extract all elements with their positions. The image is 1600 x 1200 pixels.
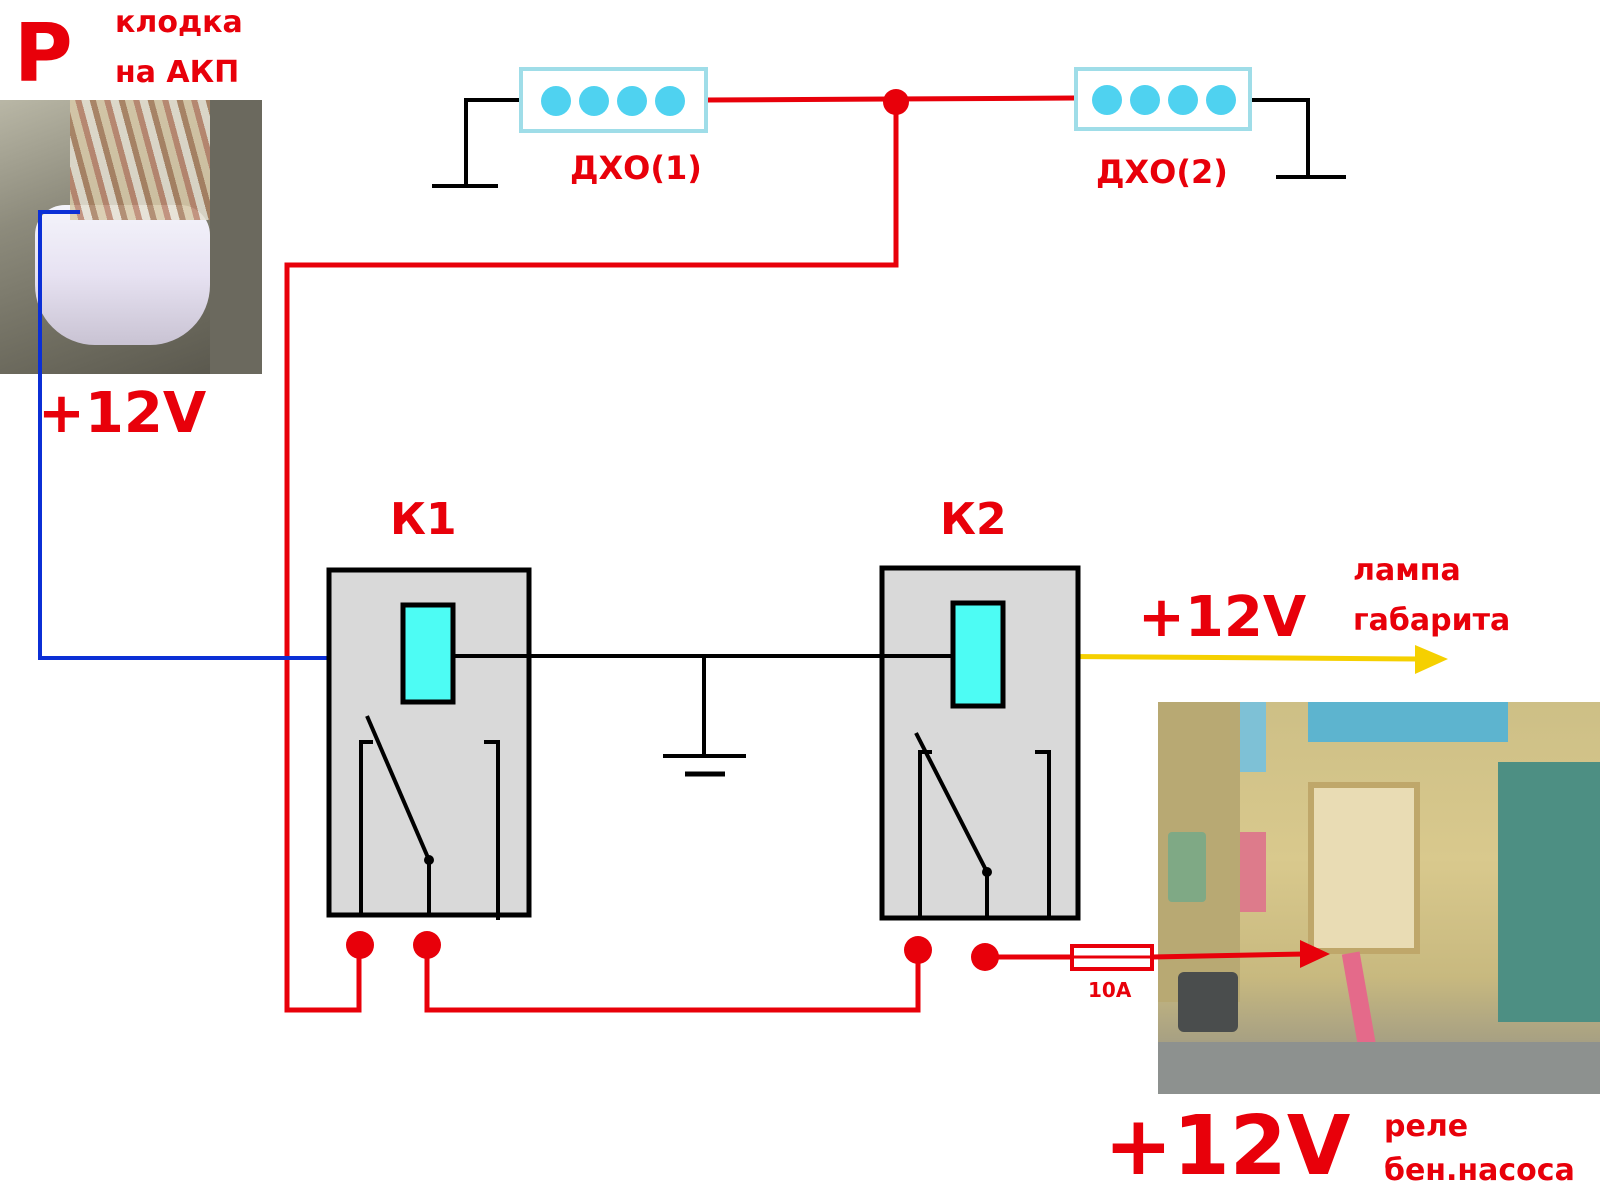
- dark-housing-shape: [210, 100, 262, 374]
- dho1-led-4: [655, 86, 685, 116]
- coil-ground-net: [453, 654, 953, 777]
- relay-k2-terminal-nc: [904, 936, 932, 964]
- relay-k1-no-contact: [484, 740, 500, 920]
- dho1-led-3: [617, 86, 647, 116]
- dho1-light: [519, 67, 708, 133]
- dark-clip-shape: [1178, 972, 1238, 1032]
- voltage-label-fuel-pump: +12V: [1104, 1099, 1351, 1194]
- gearbox-connector-photo: [0, 100, 262, 374]
- wire-k1-common-to-k2-contact: [424, 945, 921, 1013]
- park-position-label: P: [14, 7, 73, 100]
- arrow-to-fuse-box: [1300, 940, 1330, 968]
- wire-fuse-to-fuse-box: [1151, 951, 1306, 960]
- relay-socket-shape: [1308, 782, 1420, 954]
- relay-k2-no-contact: [1035, 750, 1051, 918]
- dho-ground-net: [432, 98, 1346, 188]
- relay-k2: [879, 565, 1081, 971]
- teal-block-shape: [1498, 762, 1600, 1022]
- fuse-rating-label: 10А: [1088, 978, 1132, 1002]
- dho2-led-3: [1168, 85, 1198, 115]
- wire-dho-to-k1-contact: [284, 102, 899, 1013]
- relay-k2-switch-arm: [914, 732, 989, 873]
- fuse-blue-shape: [1240, 702, 1266, 772]
- lamp-label-line2: габарита: [1353, 603, 1511, 638]
- fuel-pump-label-line1: реле: [1384, 1109, 1469, 1144]
- voltage-label-gearbox: +12V: [38, 381, 207, 446]
- relay-k1-nc-contact: [359, 740, 373, 915]
- dho2-led-2: [1130, 85, 1160, 115]
- relay-k2-nc-contact: [918, 750, 932, 918]
- relay-k1: [326, 567, 532, 959]
- signal-wire-net: [38, 210, 403, 660]
- dho1-led-1: [541, 86, 571, 116]
- connector-label-line1: клодка: [115, 5, 243, 40]
- dho1-ground-wire: [464, 98, 520, 186]
- relay-k2-terminal-common: [971, 943, 999, 971]
- connector-plug-shape: [35, 205, 210, 345]
- dho2-led-1: [1092, 85, 1122, 115]
- relay-k1-switch-arm: [365, 715, 431, 861]
- relay-k1-coil: [400, 602, 456, 705]
- fuse-box-photo: [1158, 702, 1600, 1094]
- blue-cap-shape: [1308, 702, 1508, 742]
- positive-wire-net: [284, 95, 1330, 1013]
- lamp-label-line1: лампа: [1353, 553, 1461, 588]
- fuel-pump-label-line2: бен.насоса: [1384, 1153, 1575, 1188]
- voltage-label-lamp: +12V: [1138, 585, 1307, 650]
- arrow-to-lamp: [1415, 645, 1448, 674]
- dho2-label: ДХО(2): [1096, 153, 1228, 191]
- relay-k1-label: К1: [390, 494, 457, 545]
- relay-k2-coil: [950, 600, 1006, 709]
- relay-k2-label: К2: [940, 494, 1007, 545]
- relay-k1-terminal-nc: [346, 931, 374, 959]
- gray-floor-shape: [1158, 1042, 1600, 1094]
- dho-junction-node: [883, 89, 909, 115]
- fuse-pink-shape: [1240, 832, 1266, 912]
- dho1-label: ДХО(1): [570, 149, 702, 187]
- dho2-light: [1074, 67, 1252, 131]
- fuse-green-shape: [1168, 832, 1206, 902]
- wire-gearbox-to-k1-coil: [38, 210, 403, 660]
- dho2-led-4: [1206, 85, 1236, 115]
- relay-k1-terminal-common: [413, 931, 441, 959]
- connector-label-line2: на АКП: [115, 55, 240, 90]
- dho2-ground-wire: [1250, 98, 1310, 176]
- wire-bundle-shape: [70, 100, 220, 220]
- dho1-led-2: [579, 86, 609, 116]
